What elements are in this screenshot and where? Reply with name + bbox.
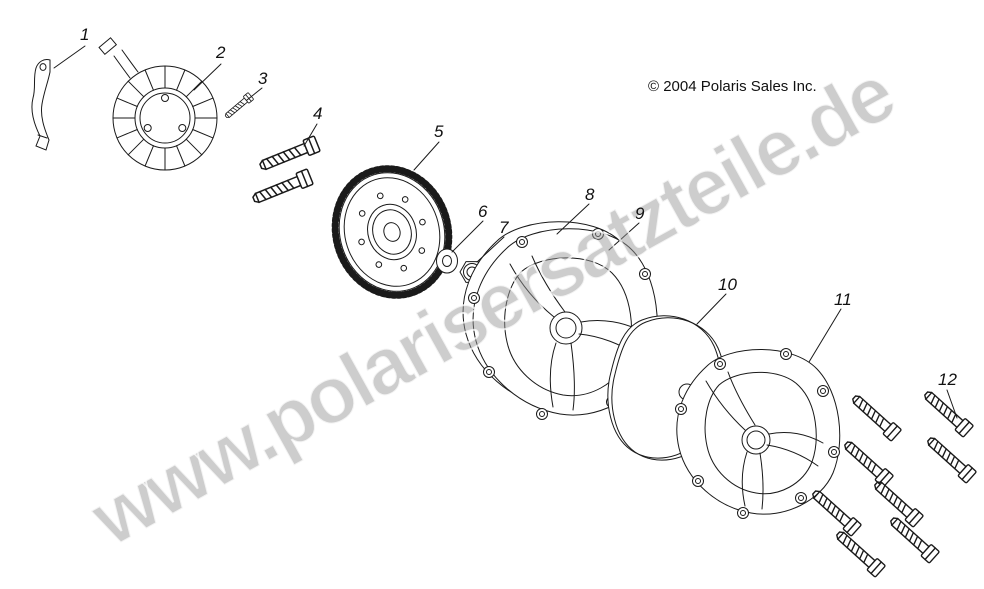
part-3-bolt xyxy=(222,92,255,121)
part-2-stator xyxy=(98,37,218,171)
callout-6: 6 xyxy=(478,202,488,221)
part-5-flywheel xyxy=(331,165,453,299)
callout-10: 10 xyxy=(718,275,737,294)
callout-4: 4 xyxy=(313,104,323,123)
leader-lines xyxy=(53,45,958,419)
part-4-bolts xyxy=(249,135,321,208)
part-11-recoil-cover xyxy=(675,348,841,519)
callout-11: 11 xyxy=(834,290,852,309)
part-1-bracket xyxy=(31,59,51,151)
callout-7: 7 xyxy=(499,218,509,237)
callout-3: 3 xyxy=(258,69,268,88)
callout-9: 9 xyxy=(635,204,645,223)
callout-12: 12 xyxy=(938,370,957,389)
callout-8: 8 xyxy=(585,185,595,204)
callout-1: 1 xyxy=(80,25,90,44)
callout-2: 2 xyxy=(216,43,226,62)
part-6-washer xyxy=(436,248,458,274)
callout-5: 5 xyxy=(434,122,444,141)
copyright-notice: © 2004 Polaris Sales Inc. xyxy=(648,78,817,95)
